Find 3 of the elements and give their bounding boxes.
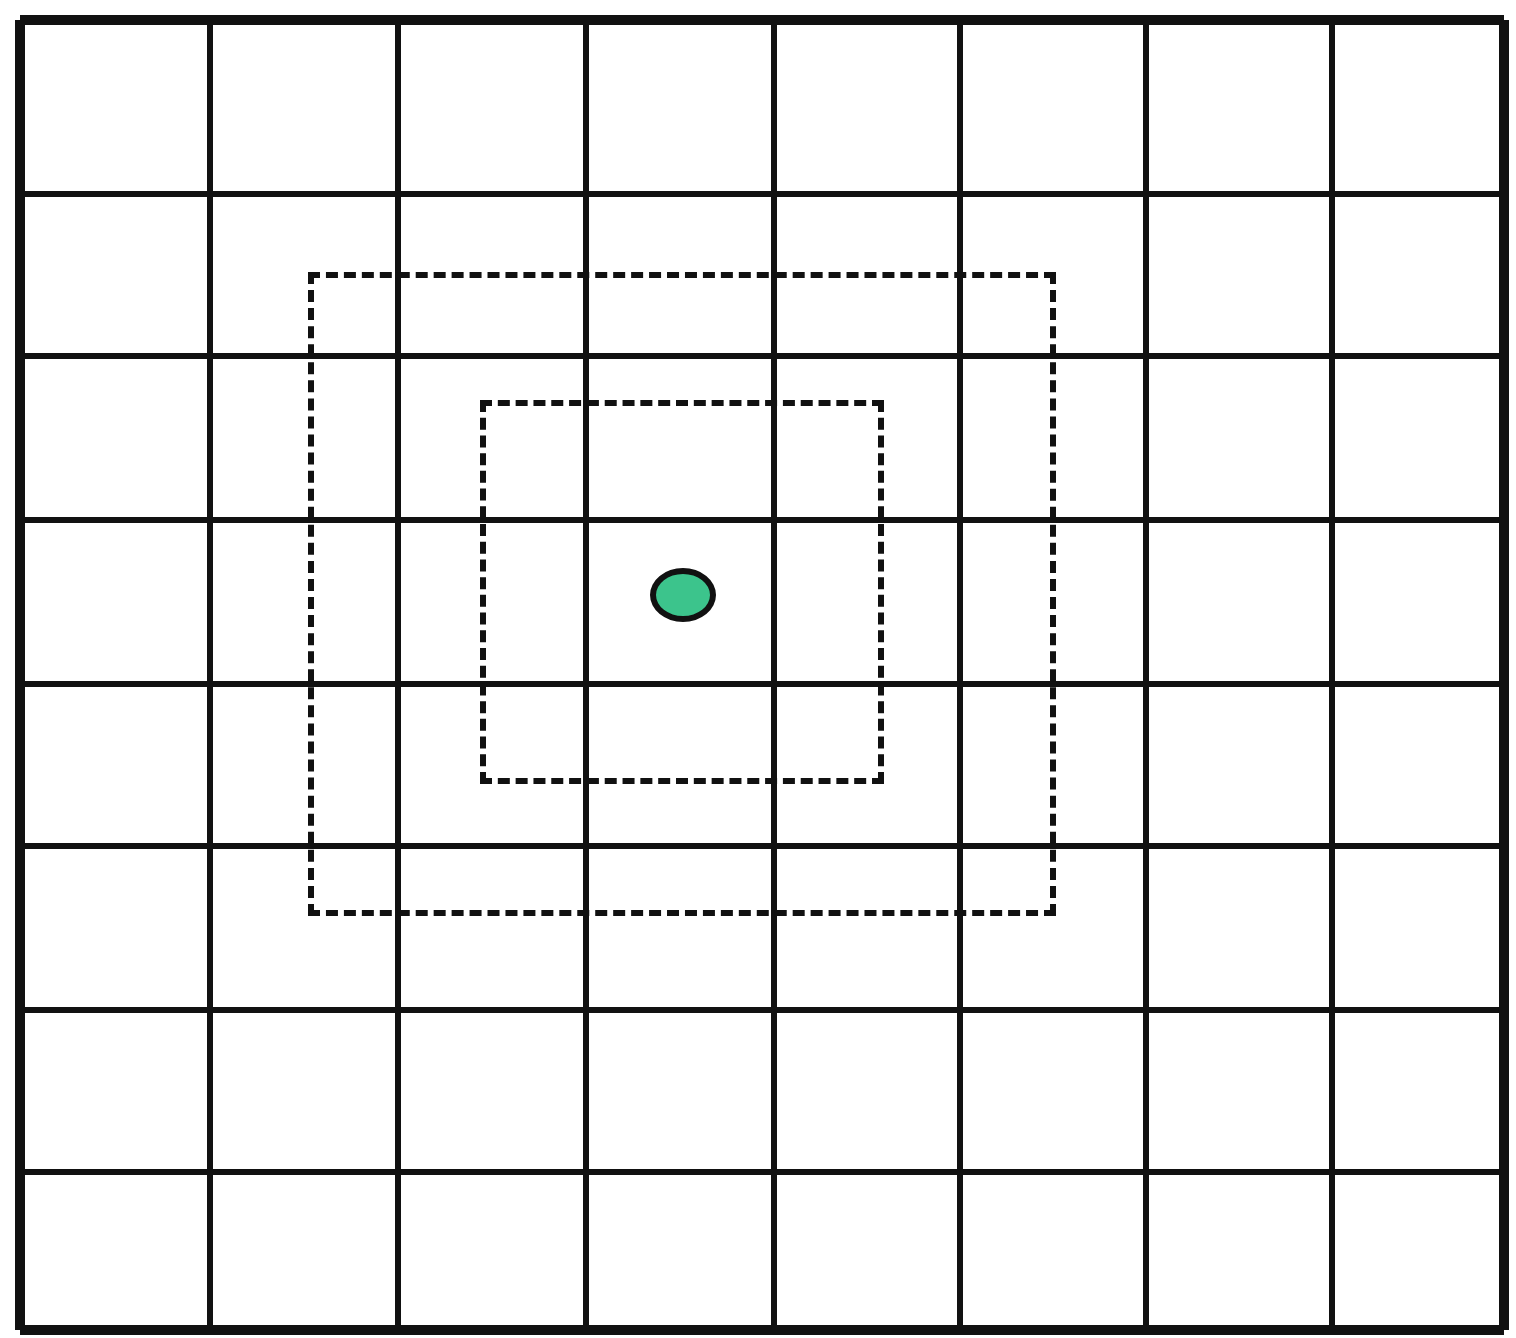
dashed-frame xyxy=(308,272,1056,916)
dashed-frame xyxy=(480,400,884,784)
dot-marker xyxy=(650,568,716,622)
